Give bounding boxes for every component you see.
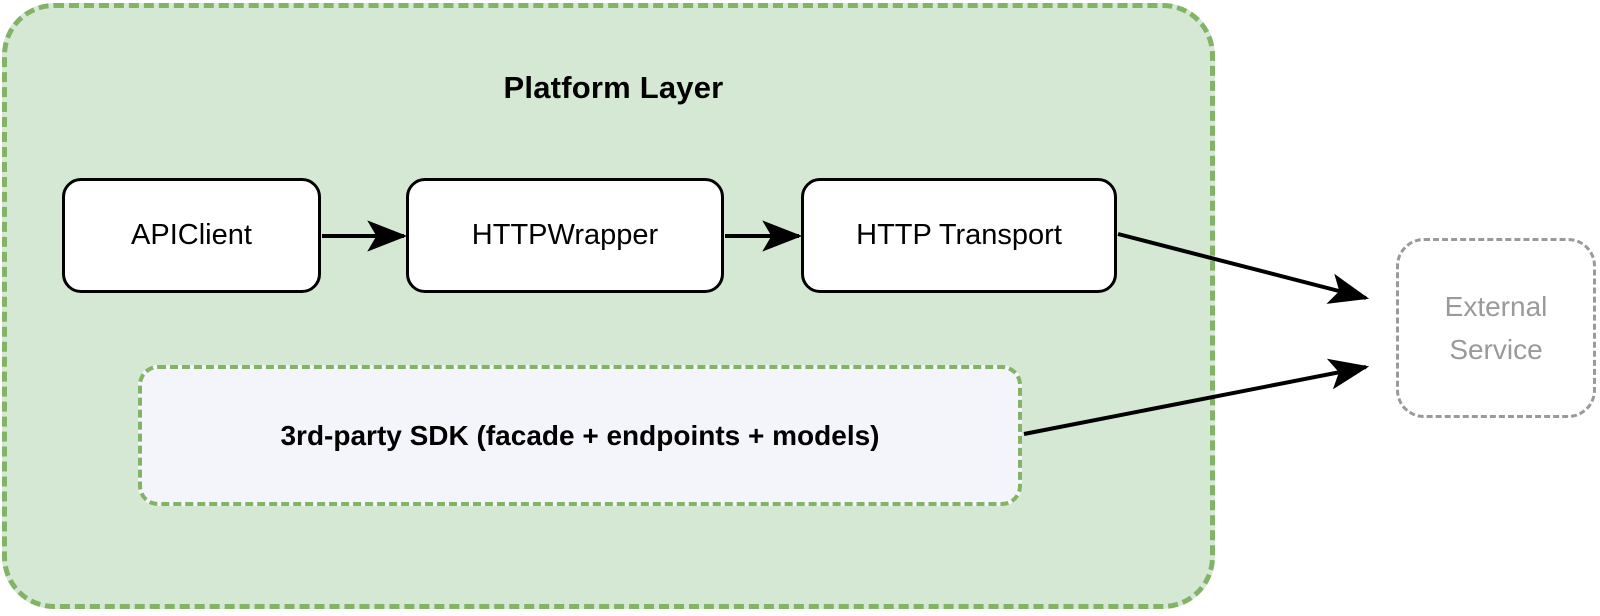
node-external-service-line2: Service — [1449, 334, 1543, 365]
node-apiclient[interactable]: APIClient — [62, 178, 321, 293]
node-external-service[interactable]: External Service — [1396, 238, 1596, 418]
node-httpwrapper-label: HTTPWrapper — [471, 219, 659, 251]
node-http-transport[interactable]: HTTP Transport — [801, 178, 1117, 293]
node-httpwrapper[interactable]: HTTPWrapper — [406, 178, 724, 293]
node-apiclient-label: APIClient — [131, 219, 252, 251]
node-third-party-sdk[interactable]: 3rd-party SDK (facade + endpoints + mode… — [138, 365, 1022, 506]
platform-layer-group[interactable]: Platform Layer — [2, 3, 1215, 609]
node-http-transport-label: HTTP Transport — [856, 219, 1062, 251]
node-external-service-label: External Service — [1445, 285, 1548, 372]
node-third-party-sdk-label: 3rd-party SDK (facade + endpoints + mode… — [280, 419, 880, 451]
platform-layer-title: Platform Layer — [503, 70, 724, 105]
node-external-service-line1: External — [1444, 290, 1548, 322]
